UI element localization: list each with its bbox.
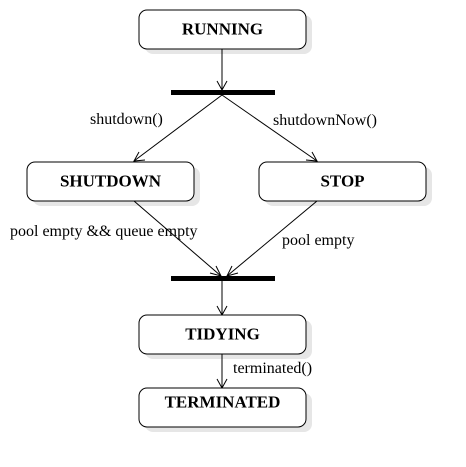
edge-fork-to-stop	[221, 94, 318, 162]
edge-tidying-to-terminated	[216, 354, 228, 390]
label-pool-and-queue-empty: pool empty && queue empty	[10, 223, 198, 240]
state-shutdown: SHUTDOWN	[26, 161, 200, 206]
state-tidying: TIDYING	[138, 314, 312, 359]
state-tidying-label: TIDYING	[185, 325, 260, 344]
fork-bar	[171, 90, 275, 95]
join-bar	[171, 276, 275, 281]
edge-join-to-tidying	[216, 281, 228, 317]
state-stop: STOP	[258, 161, 432, 206]
edge-fork-to-shutdown	[133, 94, 223, 162]
state-terminated-label: TERMINATED	[165, 393, 281, 412]
label-shutdown-call: shutdown()	[90, 111, 163, 128]
edge-running-to-fork	[216, 49, 228, 92]
state-running: RUNNING	[138, 9, 312, 54]
label-terminated-call: terminated()	[233, 360, 312, 377]
state-stop-label: STOP	[320, 172, 364, 191]
state-running-label: RUNNING	[182, 20, 263, 39]
state-terminated: TERMINATED	[138, 387, 312, 432]
state-shutdown-label: SHUTDOWN	[60, 172, 162, 191]
label-pool-empty: pool empty	[282, 232, 354, 249]
label-shutdown-now-call: shutdownNow()	[273, 112, 377, 129]
